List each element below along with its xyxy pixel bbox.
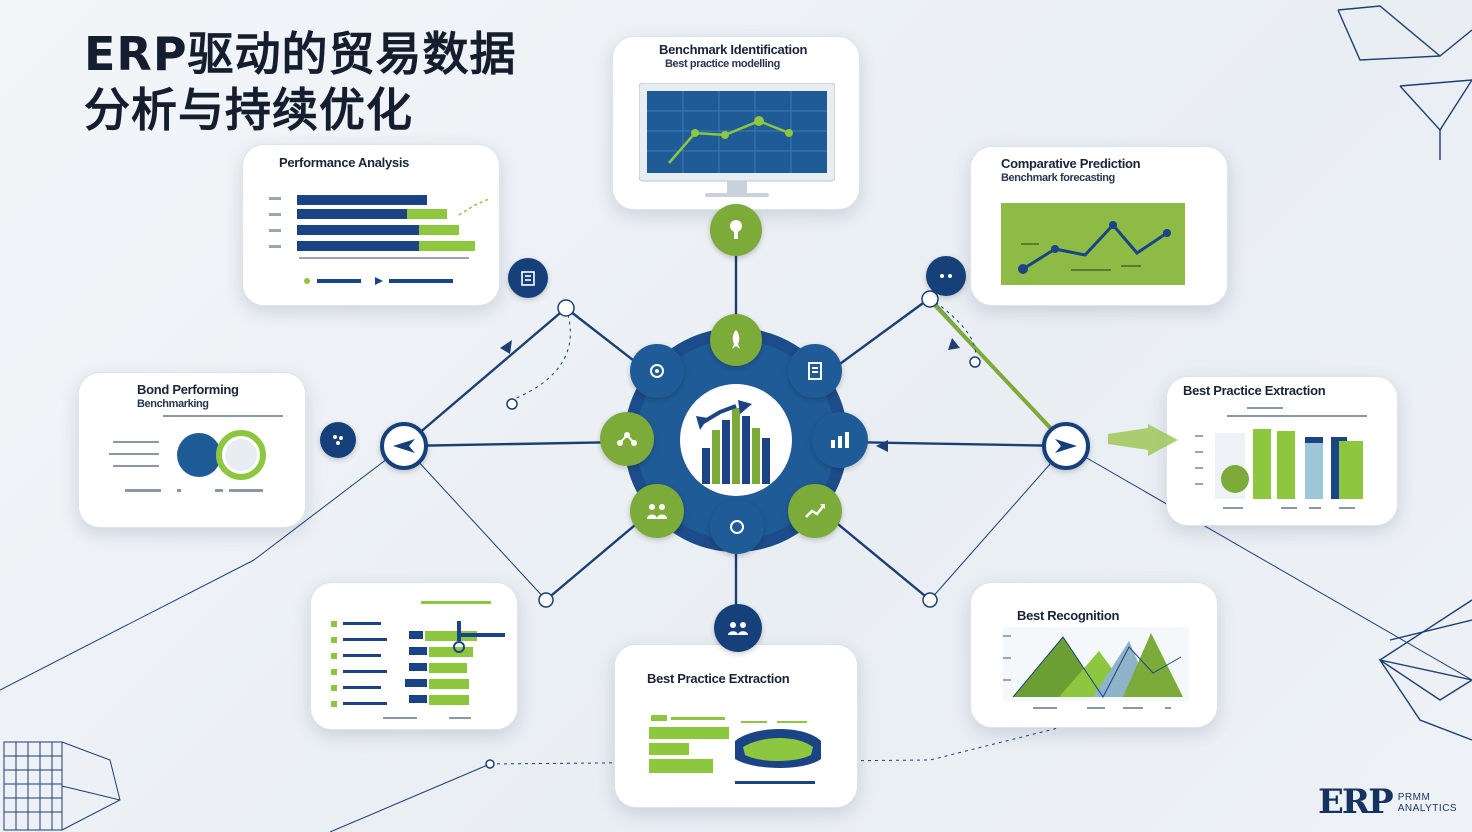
card-subtitle: Benchmarking <box>137 398 209 410</box>
donut-chart <box>109 415 283 492</box>
card-best-practice-bottom: Best Practice Extraction <box>614 644 858 808</box>
hub-bar-chart-icon <box>696 400 770 484</box>
card-bond-performing: Bond Performing Benchmarking <box>78 372 306 528</box>
card-title: Best Recognition <box>1017 608 1120 623</box>
chart-icon[interactable] <box>812 412 868 468</box>
table-list <box>331 601 505 719</box>
monitor-line-chart <box>639 83 835 197</box>
card-title: Performance Analysis <box>279 155 410 170</box>
growth-icon[interactable] <box>788 484 842 538</box>
gear-icon[interactable] <box>630 344 684 398</box>
plane-node-right[interactable] <box>1042 422 1090 470</box>
plane-node-left[interactable] <box>380 422 428 470</box>
network-icon[interactable] <box>600 412 654 466</box>
dots-icon[interactable] <box>926 256 966 296</box>
card-benchmark-identification: Benchmark Identification Best practice m… <box>612 36 860 210</box>
card-best-recognition: Best Recognition <box>970 582 1218 728</box>
title-line-1: ERP驱动的贸易数据 <box>84 27 517 81</box>
horizontal-bar-chart <box>269 195 489 285</box>
page-title: ERP驱动的贸易数据 分析与持续优化 <box>84 26 517 138</box>
card-subtitle: Best practice modelling <box>665 58 780 70</box>
title-line-2: 分析与持续优化 <box>84 83 413 137</box>
card-best-practice-right: Best Practice Extraction <box>1166 376 1398 526</box>
area-line-chart <box>1001 203 1185 285</box>
grouped-bar-chart <box>1195 407 1367 509</box>
mountain-area-chart <box>1003 627 1189 709</box>
card-subtitle: Benchmark forecasting <box>1001 172 1115 184</box>
brand-logo-text: ERP <box>1318 782 1394 822</box>
flow-chart <box>649 715 821 784</box>
tree-icon[interactable] <box>710 204 762 256</box>
green-arrow-icon <box>1108 424 1178 456</box>
cluster-icon[interactable] <box>320 422 356 458</box>
card-title: Bond Performing <box>137 382 239 397</box>
target-icon[interactable] <box>710 500 764 554</box>
card-title: Benchmark Identification <box>659 42 808 57</box>
brand-logo: ERP PRMM ANALYTICS <box>1318 784 1472 820</box>
card-comparative-prediction: Comparative Prediction Benchmark forecas… <box>970 146 1228 306</box>
group-icon[interactable] <box>714 604 762 652</box>
card-title: Best Practice Extraction <box>647 671 790 686</box>
document-icon[interactable] <box>788 344 842 398</box>
clipboard-icon[interactable] <box>508 258 548 298</box>
card-title: Best Practice Extraction <box>1183 383 1326 398</box>
brand-tagline: PRMM ANALYTICS <box>1397 792 1458 814</box>
rocket-icon[interactable] <box>710 314 762 366</box>
card-table <box>310 582 518 730</box>
card-performance-analysis: Performance Analysis <box>242 144 500 306</box>
people-icon[interactable] <box>630 484 684 538</box>
card-title: Comparative Prediction <box>1001 156 1141 171</box>
